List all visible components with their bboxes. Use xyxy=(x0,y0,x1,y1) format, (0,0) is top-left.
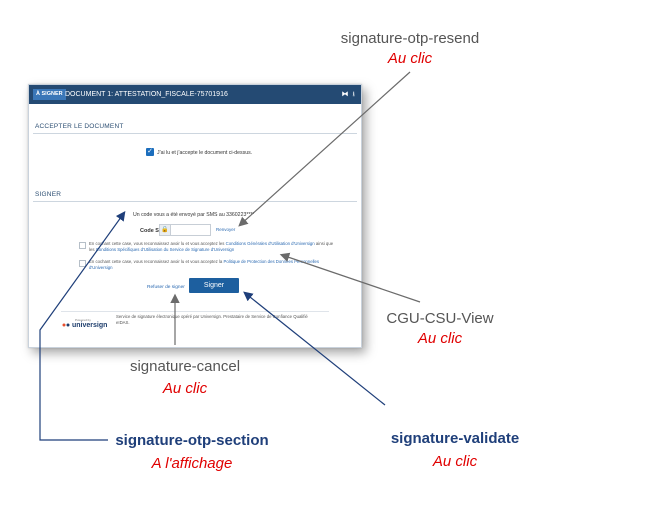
logo-caption: Powered by xyxy=(75,318,91,322)
cgu-arrow xyxy=(279,252,421,303)
universign-logo-icon xyxy=(62,323,70,327)
otp-resend-link[interactable]: Renvoyer xyxy=(216,227,236,232)
annotation-cgu-trigger: Au clic xyxy=(417,330,463,347)
sms-code-input[interactable]: 🔒 xyxy=(159,224,211,236)
status-badge: À SIGNER xyxy=(33,89,66,100)
divider xyxy=(33,133,357,134)
document-title: DOCUMENT 1: ATTESTATION_FISCALE-75701916 xyxy=(65,91,228,98)
annotation-otp-section-name: signature-otp-section xyxy=(115,432,269,449)
download-icon[interactable]: ⭳ xyxy=(352,91,355,98)
otp-resend-arrow xyxy=(238,71,411,227)
annotation-cgu-name: CGU-CSU-View xyxy=(386,310,494,327)
divider xyxy=(33,201,357,202)
signature-panel: À SIGNER DOCUMENT 1: ATTESTATION_FISCALE… xyxy=(28,84,362,348)
divider xyxy=(61,311,329,312)
annotation-otp-resend-trigger: Au clic xyxy=(387,50,433,67)
sign-button[interactable]: Signer xyxy=(189,278,239,293)
cancel-signature-link[interactable]: Refuser de signer xyxy=(147,285,185,290)
otp-section-arrow xyxy=(39,211,126,441)
universign-logo: universign xyxy=(72,322,108,329)
otp-message: Un code vous a été envoyé par SMS au 336… xyxy=(133,212,255,218)
privacy-checkbox[interactable] xyxy=(79,260,86,267)
cgu-checkbox[interactable] xyxy=(79,242,86,249)
lock-icon: 🔒 xyxy=(160,225,171,235)
annotation-cancel-name: signature-cancel xyxy=(129,358,241,375)
annotation-otp-section-trigger: A l'affichage xyxy=(151,455,233,472)
privacy-terms-text: En cochant cette case, vous reconnaissez… xyxy=(89,259,320,270)
cgu-terms-text: En cochant cette case, vous reconnaissez… xyxy=(89,241,334,252)
csu-link[interactable]: Conditions Spécifiques d'Utilisation du … xyxy=(95,246,235,252)
footer-text: Service de signature électronique opéré … xyxy=(116,314,308,325)
sign-section-title: SIGNER xyxy=(35,191,62,198)
annotation-validate-trigger: Au clic xyxy=(432,453,478,470)
validate-arrow xyxy=(243,291,386,406)
privacy-link[interactable]: Politique de Protection des Données Pers… xyxy=(89,259,320,270)
annotation-cancel-trigger: Au clic xyxy=(162,380,208,397)
annotation-otp-resend-name: signature-otp-resend xyxy=(340,30,480,47)
document-header: À SIGNER DOCUMENT 1: ATTESTATION_FISCALE… xyxy=(29,85,361,104)
cgu-link[interactable]: Conditions Générales d'Utilisation d'Uni… xyxy=(225,241,315,246)
accept-document-checkbox[interactable]: ✓ xyxy=(146,148,154,156)
accept-document-label: J'ai lu et j'accepte le document ci-dess… xyxy=(157,150,253,156)
expand-icon[interactable]: ⧓ xyxy=(341,91,349,98)
accept-section-title: ACCEPTER LE DOCUMENT xyxy=(35,123,124,130)
annotation-validate-name: signature-validate xyxy=(390,430,520,447)
sms-code-label: Code SMS xyxy=(140,228,168,234)
